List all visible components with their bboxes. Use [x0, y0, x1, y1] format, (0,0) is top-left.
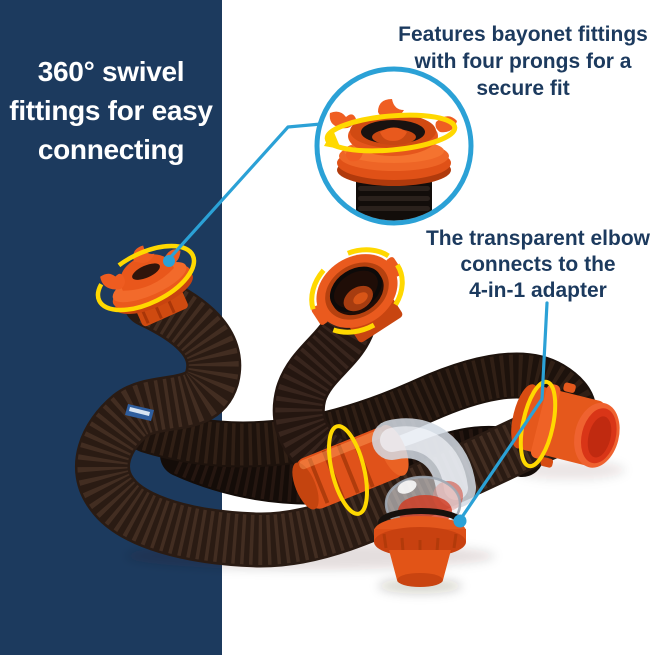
bayonet-detail-inset: [314, 66, 474, 226]
callout-bayonet-fittings: Features bayonet fittings with four pron…: [385, 21, 655, 102]
headline-line-3: connecting: [37, 134, 185, 165]
leader-line-bayonet: [167, 122, 323, 261]
callout-bayonet-line-2: with four prongs for a: [414, 50, 632, 73]
callout-elbow-line-3: 4-in-1 adapter: [469, 279, 607, 302]
callout-bayonet-line-3: secure fit: [476, 77, 570, 100]
four-in-one-adapter: [374, 508, 466, 587]
swivel-arrowhead: [324, 130, 341, 149]
headline-360-swivel: 360° swivel fittings for easy connecting: [0, 52, 222, 169]
headline-line-2: fittings for easy: [9, 95, 213, 126]
left-bayonet-fitting: [100, 245, 193, 327]
callout-transparent-elbow: The transparent elbow connects to the 4-…: [412, 226, 655, 304]
swivel-ring-left: [95, 243, 197, 313]
callout-elbow-line-1: The transparent elbow: [425, 227, 651, 250]
swivel-ring-right: [518, 379, 558, 469]
swivel-ring-elbow: [327, 424, 369, 516]
sewer-hose-front-middle: [272, 280, 379, 487]
leader-line-elbow: [458, 301, 549, 522]
hose-logo-tag: [125, 404, 154, 421]
callout-dot-elbow: [453, 514, 467, 528]
headline-line-1: 360° swivel: [37, 56, 185, 87]
callout-elbow-line-2: connects to the: [460, 253, 616, 276]
callout-bayonet-line-1: Features bayonet fittings: [398, 23, 648, 46]
swivel-ring-upright: [309, 247, 405, 335]
callout-dot-swivel: [163, 255, 175, 267]
